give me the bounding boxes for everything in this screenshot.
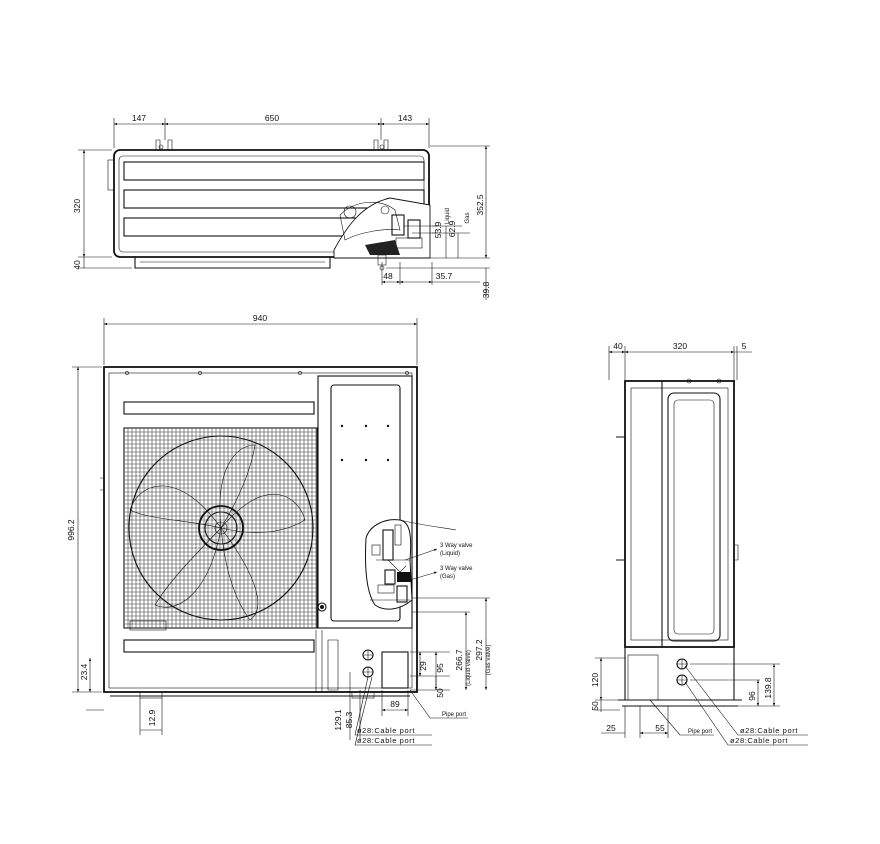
- label-pipe-port-front: Pipe port: [442, 712, 466, 718]
- label-liquid: Liquid: [445, 208, 451, 224]
- dim-55-side: 55: [655, 723, 665, 733]
- label-cable-port-front-2: ø28:Cable port: [357, 736, 415, 745]
- dim-96-side: 96: [747, 691, 757, 701]
- dim-12-9: 12.9: [147, 709, 157, 726]
- label-liquid-valve-1: 3 Way valve: [440, 543, 473, 549]
- label-liquid-valve-2: (Liquid): [440, 551, 460, 557]
- dim-23-4: 23.4: [79, 663, 89, 680]
- front-view: 3 Way valve (Liquid) 3 Way valve (Gas) 9…: [66, 313, 492, 746]
- dim-25-side: 25: [606, 723, 616, 733]
- label-cable-port-front-1: ø28:Cable port: [357, 726, 415, 735]
- dim-89: 89: [390, 699, 400, 709]
- label-gas-valve-1: 3 Way valve: [440, 566, 473, 572]
- dim-35-7: 35.7: [436, 271, 453, 281]
- label-pipe-port-side: Pipe port: [688, 729, 712, 735]
- dim-40: 40: [72, 260, 82, 270]
- dim-5-side: 5: [742, 341, 747, 351]
- dim-996-2: 996.2: [66, 519, 76, 541]
- dim-297-2: 297.2: [474, 639, 484, 661]
- dim-95: 95: [435, 663, 445, 673]
- dim-53-9: 53.9: [433, 221, 443, 238]
- dim-139-8-side: 139.8: [763, 677, 773, 699]
- dim-143: 143: [398, 113, 412, 123]
- dim-147: 147: [132, 113, 146, 123]
- dim-120-side: 120: [590, 673, 600, 687]
- dim-352-5: 352.5: [475, 194, 485, 216]
- label-gas-valve-side: (Gas valve): [486, 645, 492, 676]
- dim-320-side: 320: [673, 341, 687, 351]
- dim-50-side: 50: [590, 701, 600, 711]
- dim-129-1: 129.1: [333, 709, 343, 731]
- label-cable-port-side-2: ø28:Cable port: [730, 736, 788, 745]
- dim-650: 650: [265, 113, 279, 123]
- label-cable-port-side-1: ø28:Cable port: [740, 726, 798, 735]
- dim-40-side: 40: [613, 341, 623, 351]
- fan-grille: [124, 428, 317, 628]
- dim-266-7: 266.7: [454, 649, 464, 671]
- dim-29: 29: [418, 661, 428, 671]
- dim-320: 320: [72, 199, 82, 213]
- label-liquid-valve-side: (Liquid valve): [466, 650, 472, 686]
- dim-85-3: 85.3: [344, 711, 354, 728]
- label-gas: Gas: [465, 212, 471, 223]
- dim-940: 940: [253, 313, 267, 323]
- dim-62-9: 62.9: [447, 220, 457, 237]
- dim-48: 48: [383, 271, 393, 281]
- dim-50-front: 50: [435, 688, 445, 698]
- dim-39-8: 39.8: [481, 281, 491, 298]
- label-gas-valve-2: (Gas): [440, 574, 455, 580]
- side-view: 40 320 5 120 50 25 55 96 139.8 Pipe port…: [590, 341, 808, 746]
- top-view: 147 650 143 320 40 352.5 53.9 62.9 Liqui…: [72, 113, 491, 300]
